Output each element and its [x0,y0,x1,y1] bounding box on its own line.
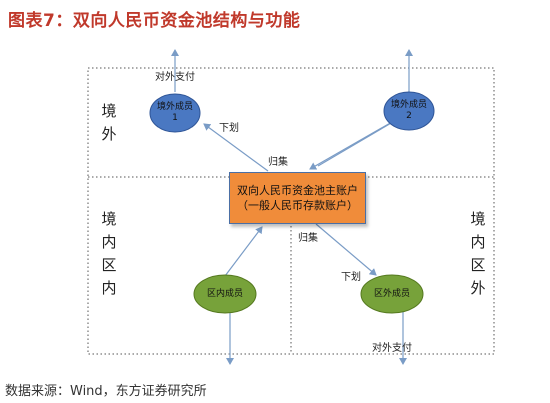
arrow-member2-to-main-reverse [317,118,399,167]
figure-title: 图表7：双向人民币资金池结构与功能 [8,11,301,31]
zone-out-member-shape [360,274,424,314]
arrow-main-to-zone-out [315,223,377,276]
region-overseas: 境 外 [101,102,117,143]
overseas-member-1-shape [149,93,201,133]
region-domestic-zone-out: 境 内 区 外 [470,210,486,297]
arrow-member2-to-main [309,121,393,170]
zone-in-member-shape [193,274,257,314]
overseas-member-1: 境外成员 1 [156,102,193,123]
zone-out-member: 区外成员 [373,288,410,299]
data-source: 数据来源：Wind，东方证券研究所 [5,384,207,399]
overseas-member-2-shape [383,91,435,131]
overseas-member-2: 境外成员 2 [390,100,427,121]
label-external-payment-bottom: 对外支付 [372,343,412,354]
label-collect-top: 归集 [268,157,288,168]
zone-in-member: 区内成员 [206,288,243,299]
region-domestic-zone-in: 境 内 区 内 [101,210,117,297]
label-collect-bottom: 归集 [298,233,318,244]
outer-boundary [87,67,495,355]
label-external-payment-top: 对外支付 [155,72,195,83]
label-allocate-top: 下划 [219,123,239,134]
main-account-box: 双向人民币资金池主账户 （一般人民币存款账户） [229,172,366,224]
label-allocate-bottom: 下划 [341,272,361,283]
arrow-zone-in-to-main [224,226,263,277]
arrow-main-to-member1 [203,123,269,172]
